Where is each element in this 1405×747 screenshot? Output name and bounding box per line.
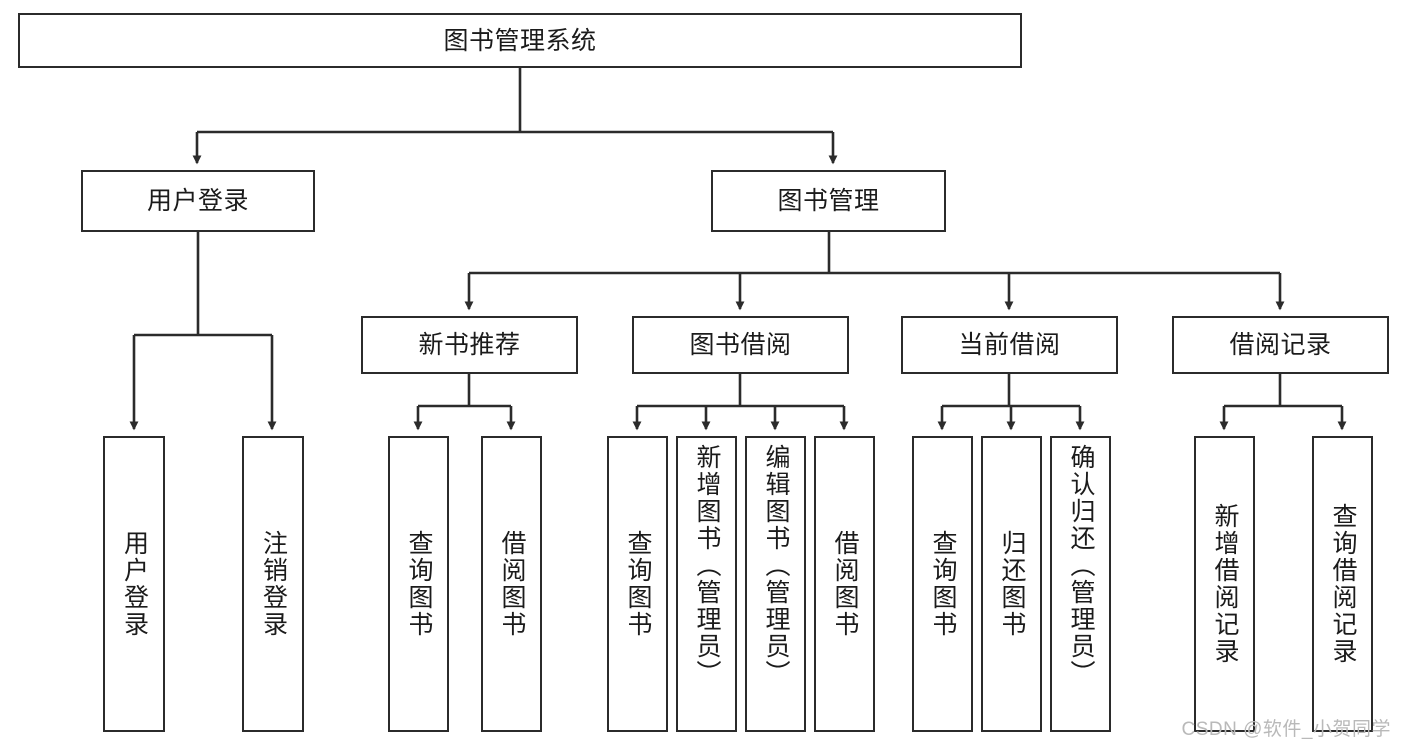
node-label: 借阅图书 [498,530,526,638]
leaf-book-borrow-query-book[interactable]: 查询图书 [607,436,668,732]
node-root-book-management-system[interactable]: 图书管理系统 [18,13,1022,68]
node-label: 编辑图书（管理员） [762,444,790,687]
leaf-user-login-login[interactable]: 用户登录 [103,436,165,732]
node-borrow-record[interactable]: 借阅记录 [1172,316,1389,374]
leaf-current-borrow-confirm-return-admin[interactable]: 确认归还（管理员） [1050,436,1111,732]
leaf-user-login-logout[interactable]: 注销登录 [242,436,304,732]
node-new-book-recommend[interactable]: 新书推荐 [361,316,578,374]
node-label: 查询借阅记录 [1329,503,1357,665]
node-label: 图书借阅 [689,331,792,359]
node-label: 新增借阅记录 [1211,503,1239,665]
node-label: 查询图书 [405,530,433,638]
leaf-new-book-query-book[interactable]: 查询图书 [388,436,449,732]
leaf-book-borrow-edit-book-admin[interactable]: 编辑图书（管理员） [745,436,806,732]
node-label: 注销登录 [259,530,288,638]
node-label: 借阅记录 [1229,331,1332,359]
leaf-current-borrow-return-book[interactable]: 归还图书 [981,436,1042,732]
node-label: 新书推荐 [418,331,521,359]
node-label: 归还图书 [998,530,1026,638]
node-current-borrow[interactable]: 当前借阅 [901,316,1118,374]
watermark-text: CSDN @软件_小贺同学 [1181,719,1391,740]
node-book-borrow[interactable]: 图书借阅 [632,316,849,374]
node-label: 图书管理系统 [443,26,597,55]
node-label: 用户登录 [146,187,249,215]
node-label: 确认归还（管理员） [1067,444,1095,687]
node-label: 用户登录 [120,530,149,638]
node-label: 新增图书（管理员） [693,444,721,687]
leaf-borrow-record-query-record[interactable]: 查询借阅记录 [1312,436,1373,732]
leaf-new-book-borrow-book[interactable]: 借阅图书 [481,436,542,732]
node-label: 图书管理 [777,187,880,215]
node-label: 当前借阅 [958,331,1061,359]
leaf-book-borrow-borrow-book[interactable]: 借阅图书 [814,436,875,732]
leaf-current-borrow-query-book[interactable]: 查询图书 [912,436,973,732]
node-book-management[interactable]: 图书管理 [711,170,946,232]
node-label: 查询图书 [624,530,652,638]
node-user-login[interactable]: 用户登录 [81,170,315,232]
leaf-book-borrow-add-book-admin[interactable]: 新增图书（管理员） [676,436,737,732]
node-label: 查询图书 [929,530,957,638]
leaf-borrow-record-add-record[interactable]: 新增借阅记录 [1194,436,1255,732]
node-label: 借阅图书 [831,530,859,638]
